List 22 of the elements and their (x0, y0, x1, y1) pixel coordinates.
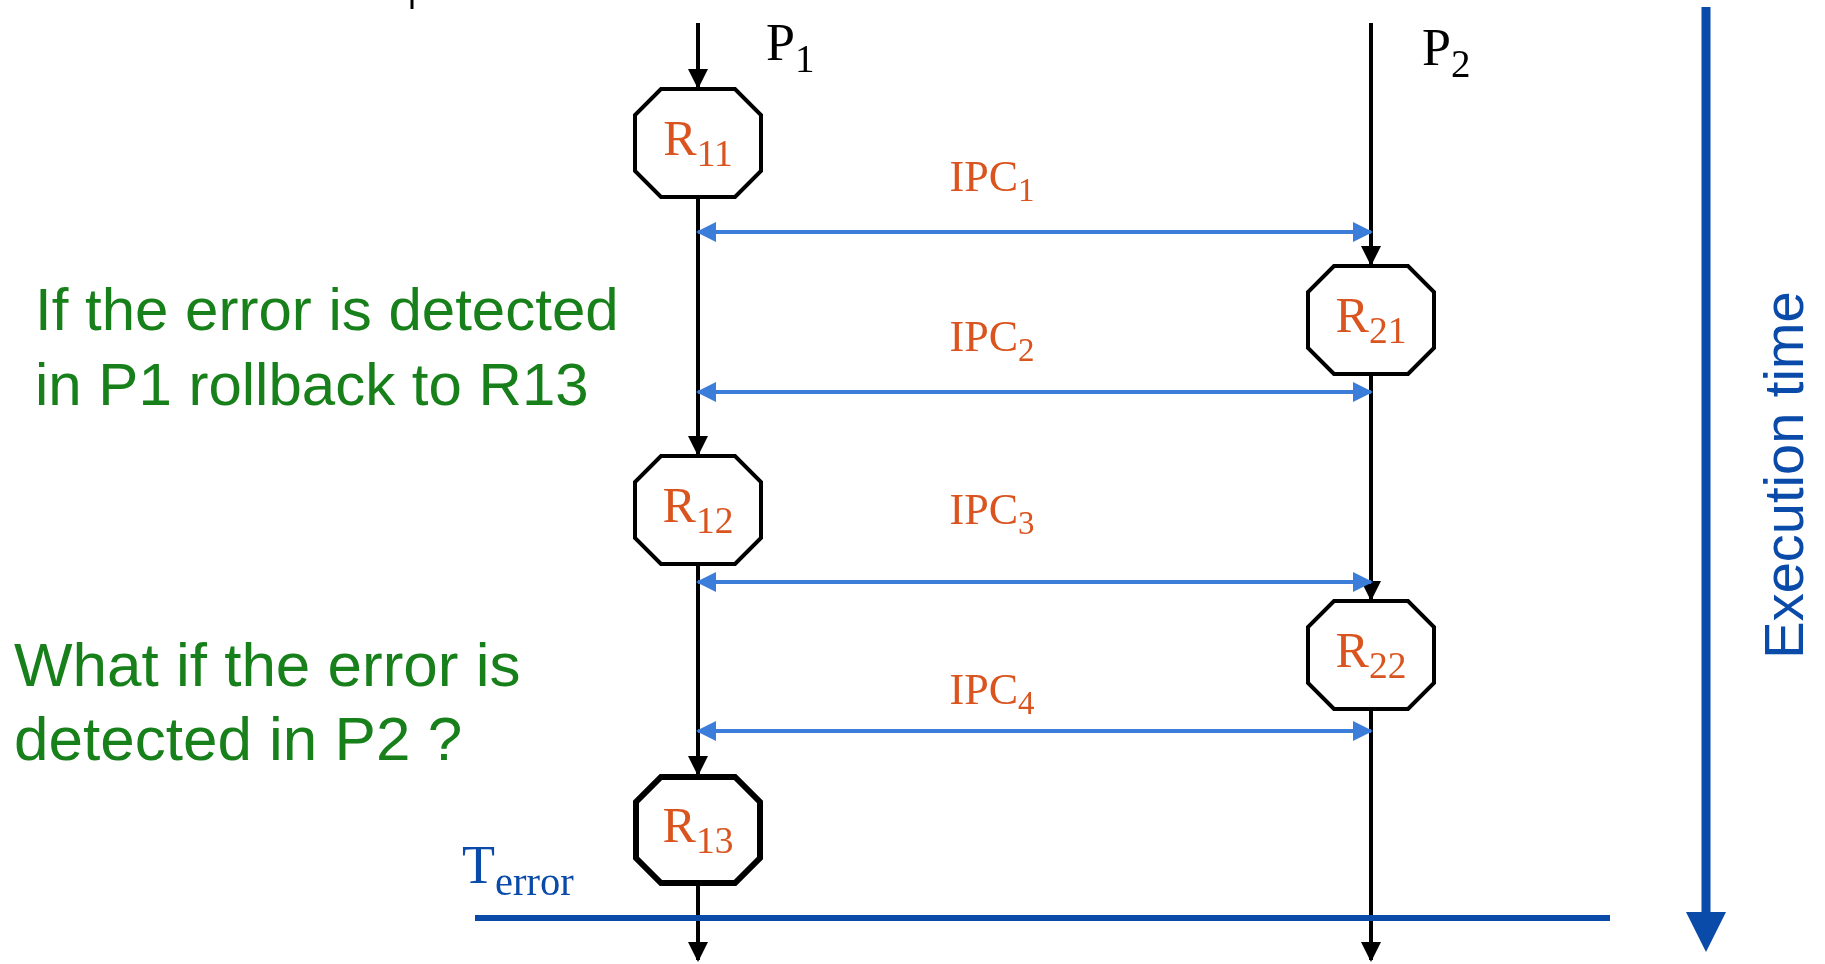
time-label: T$_{error}$ (462, 838, 574, 903)
note-text: What if the error is detected in P2 ? (14, 629, 522, 776)
arrow (696, 721, 1373, 741)
node-label: R$_{13}$ (662, 800, 734, 860)
process-label: P$_{1}$ (766, 13, 815, 82)
note-text: If the error is detected in P1 rollback to R13 (35, 275, 620, 420)
node-label: R$_{22}$ (1335, 625, 1407, 685)
arrow (1361, 376, 1381, 601)
arrow (1361, 711, 1381, 962)
node-label: R$_{12}$ (662, 480, 734, 540)
arrow (688, 199, 708, 456)
process-label: P$_{2}$ (1422, 18, 1471, 87)
arrow (1361, 23, 1381, 266)
arrow (696, 382, 1373, 402)
arrow (688, 886, 708, 962)
node-label: R$_{21}$ (1335, 290, 1407, 350)
arrow (696, 222, 1373, 242)
arrow (688, 23, 708, 89)
node-label: R$_{11}$ (663, 113, 733, 173)
arrow (688, 566, 708, 776)
axis-label: Execution time (1756, 291, 1812, 659)
arrow (696, 572, 1373, 592)
